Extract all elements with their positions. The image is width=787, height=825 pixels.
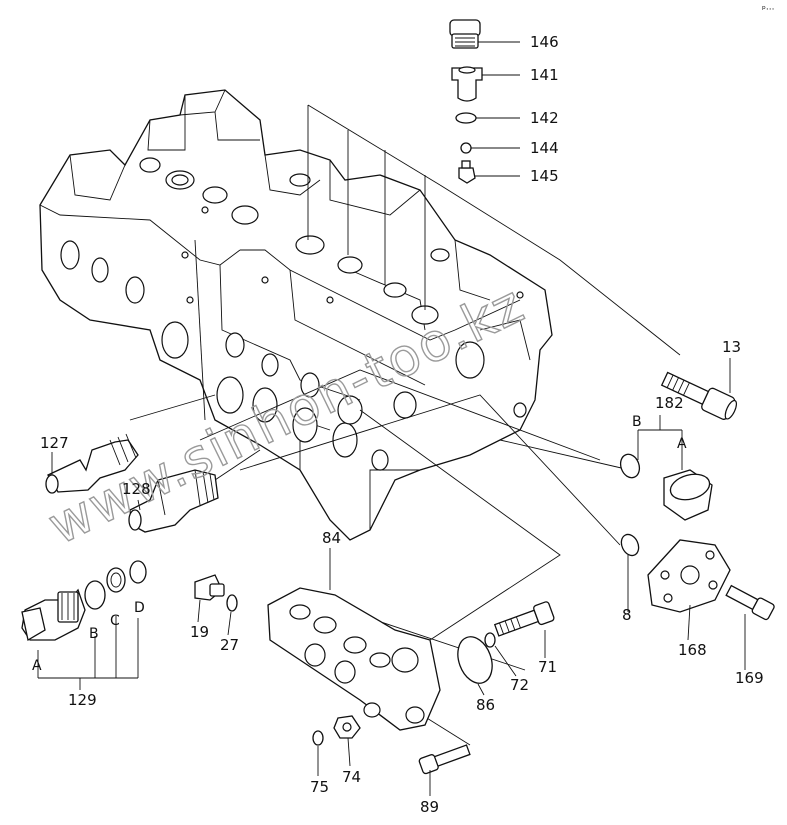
oring-142	[455, 112, 477, 124]
oring-72	[484, 632, 496, 648]
callout-89: 89	[420, 798, 439, 816]
callout-74: 74	[342, 768, 361, 786]
plug-182	[663, 469, 713, 521]
bolt-89	[418, 744, 471, 775]
callout-182: 182	[655, 394, 684, 412]
callout-75: 75	[310, 778, 329, 796]
sub-letter-182-b: B	[632, 414, 642, 430]
callout-27: 27	[220, 636, 239, 654]
bolt-71	[493, 601, 555, 637]
callout-141: 141	[530, 66, 559, 84]
sub-letter-182-a: A	[677, 436, 687, 452]
callout-84: 84	[322, 529, 341, 547]
plug-146	[449, 19, 481, 49]
bolt-169	[725, 584, 775, 621]
leader-lines	[37, 41, 683, 746]
plug-19	[194, 574, 225, 601]
ring-129-d	[129, 560, 147, 584]
sub-letter-129-c: C	[110, 613, 120, 629]
oring-27	[226, 594, 238, 612]
ring-129-b	[84, 580, 106, 610]
callout-145: 145	[530, 167, 559, 185]
washer-75	[312, 730, 324, 746]
callout-127: 127	[40, 434, 69, 452]
callout-86: 86	[476, 696, 495, 714]
sub-letter-129-d: D	[134, 600, 145, 616]
oring-8	[620, 533, 640, 557]
corner-mark: ᵖ···	[762, 5, 774, 15]
part-141	[451, 66, 483, 102]
ball-144	[460, 142, 472, 154]
callout-169: 169	[735, 669, 764, 687]
callout-142: 142	[530, 109, 559, 127]
callout-128: 128	[122, 480, 151, 498]
callout-8: 8	[622, 606, 632, 624]
ring-86	[457, 636, 493, 684]
cover-84	[267, 587, 441, 731]
ring-129-c	[106, 567, 126, 593]
callout-19: 19	[190, 623, 209, 641]
bolt-13	[660, 371, 738, 420]
callout-146: 146	[530, 33, 559, 51]
ring-129-c-inner	[110, 572, 122, 588]
callout-144: 144	[530, 139, 559, 157]
valve-body	[39, 89, 553, 541]
sub-letter-129-a: A	[32, 658, 42, 674]
valve-128	[128, 469, 219, 533]
valve-129	[21, 588, 86, 642]
flange-168	[647, 539, 731, 613]
callout-129: 129	[68, 691, 97, 709]
nut-74	[333, 715, 361, 739]
callout-168: 168	[678, 641, 707, 659]
oring-182	[619, 453, 641, 479]
callout-72: 72	[510, 676, 529, 694]
part-145	[458, 160, 476, 184]
sub-letter-129-b: B	[89, 626, 99, 642]
callout-71: 71	[538, 658, 557, 676]
callout-13: 13	[722, 338, 741, 356]
valve-127	[45, 433, 139, 494]
